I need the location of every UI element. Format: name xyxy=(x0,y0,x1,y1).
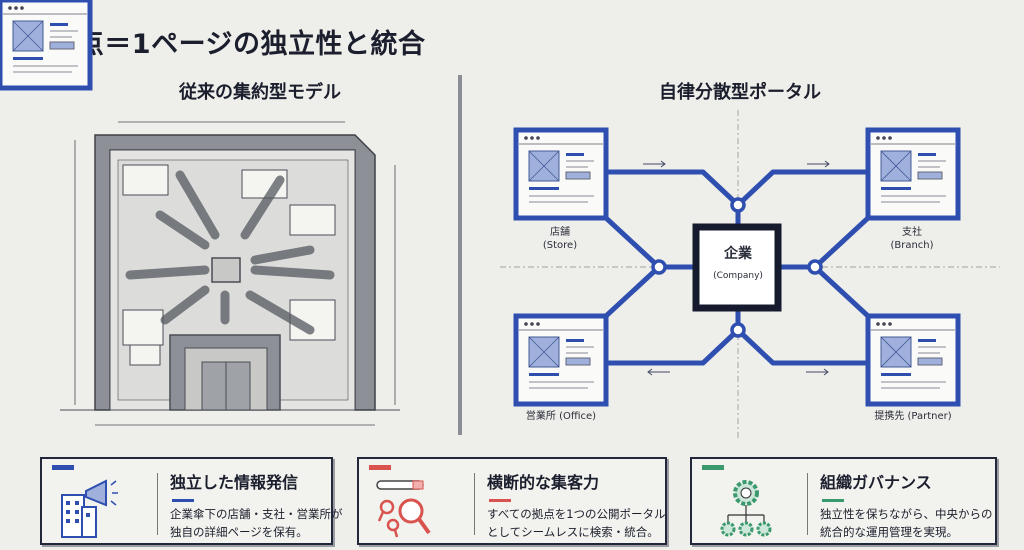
branch-label: 支社(Branch) xyxy=(890,227,934,251)
card-heading: 独立した情報発信 xyxy=(170,473,299,492)
card-heading: 横断的な集客力 xyxy=(487,473,600,492)
card-description: 企業傘下の店舗・支社・営業所が 独自の詳細ページを保有。 xyxy=(170,507,343,539)
feature-card-cross-search: 横断的な集客力 すべての拠点を1つの公開ポータル としてシームレスに検索・統合。 xyxy=(357,457,667,545)
junction-nodes xyxy=(651,197,823,338)
page-title: 1拠点＝1ページの独立性と統合 xyxy=(30,29,426,60)
building-megaphone-icon xyxy=(61,479,118,538)
search-magnifier-icon xyxy=(376,480,431,538)
page-cards xyxy=(0,0,958,404)
centralized-building-illustration xyxy=(60,121,400,426)
feature-card-governance: 組織ガバナンス 独立性を保ちながら、中央からの 統合的な運用管理を実現。 xyxy=(690,457,997,545)
gear-hierarchy-icon xyxy=(720,480,772,537)
card-description: 独立性を保ちながら、中央からの 統合的な運用管理を実現。 xyxy=(820,507,993,539)
card-description: すべての拠点を1つの公開ポータル としてシームレスに検索・統合。 xyxy=(487,507,666,539)
card-heading: 組織ガバナンス xyxy=(820,473,932,492)
company-label: 企業 xyxy=(724,246,752,262)
right-subtitle: 自律分散型ポータル xyxy=(659,82,821,103)
feature-card-independent: 独立した情報発信 企業傘下の店舗・支社・営業所が 独自の詳細ページを保有。 xyxy=(40,457,343,545)
partner-label: 提携先 (Partner) xyxy=(874,411,952,422)
company-sublabel: (Company) xyxy=(713,271,763,281)
divider xyxy=(458,75,462,435)
connection-lines xyxy=(516,169,870,366)
diagram xyxy=(0,0,1000,440)
company-box xyxy=(692,223,782,312)
left-subtitle: 従来の集約型モデル xyxy=(179,82,341,103)
office-label: 営業所 (Office) xyxy=(525,411,597,422)
store-label: 店舗(Store) xyxy=(542,227,578,251)
